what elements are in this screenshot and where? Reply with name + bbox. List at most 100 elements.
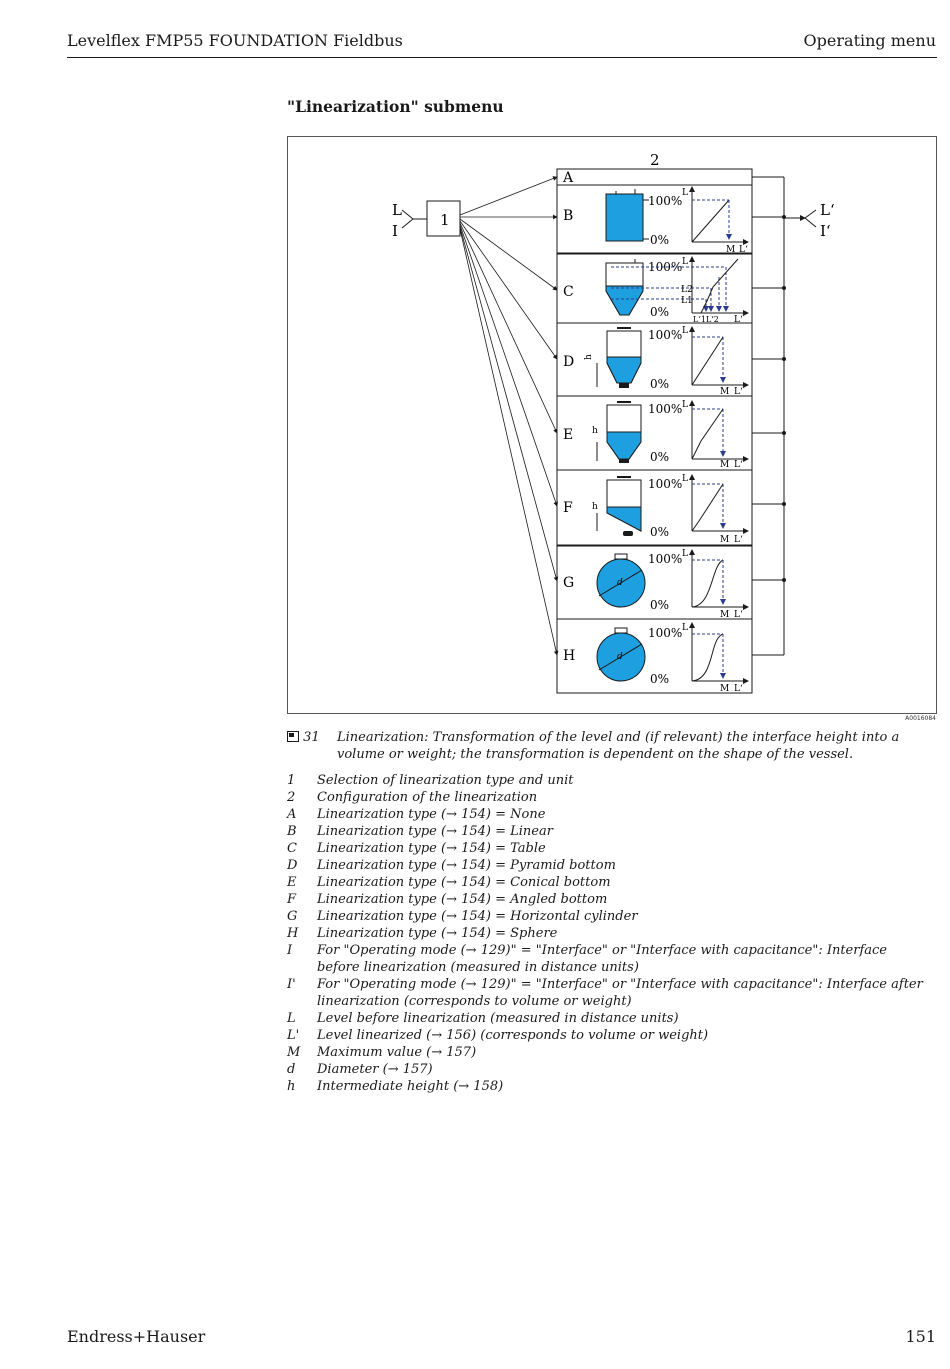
row-d-h: h: [584, 354, 594, 360]
row-d-axis-l: L: [682, 326, 688, 336]
row-g-100-label: 100%: [648, 552, 682, 566]
row-c-l1: L1: [681, 296, 693, 306]
row-c-axis-bottom: L‘1L‘2: [693, 315, 719, 324]
row-g-0-label: 0%: [650, 598, 669, 612]
row-h-label: H: [563, 648, 575, 664]
row-b-axis-lp: L‘: [739, 244, 748, 255]
row-a-label: A: [562, 170, 574, 186]
row-e-axis-lp: L‘: [734, 459, 743, 470]
figure-frame: L I 1 2 A B C D E F G H: [287, 136, 937, 714]
row-f-axis-m: M: [720, 535, 729, 545]
header-section: Operating menu: [803, 31, 936, 50]
row-g-axis-m: M: [720, 610, 729, 620]
block-2-label: 2: [650, 151, 660, 169]
row-e-label: E: [563, 427, 573, 443]
row-f-axis-l: L: [682, 474, 688, 484]
row-c-l2: L2: [681, 285, 693, 295]
row-h-axis-l: L: [682, 623, 688, 633]
row-h-0-label: 0%: [650, 672, 669, 686]
row-f-h: h: [592, 502, 598, 512]
graph-c-dashes: [611, 266, 729, 312]
output-interface-label: I‘: [820, 222, 831, 240]
row-g-axis-lp: L‘: [734, 609, 743, 620]
row-b-axis-m: M: [726, 245, 735, 255]
caption-text: Linearization: Transformation of the lev…: [337, 730, 900, 762]
row-g-axis-l: L: [682, 549, 688, 559]
input-interface-label: I: [392, 222, 398, 240]
row-d-axis-m: M: [720, 387, 729, 397]
row-c-100-label: 100%: [648, 260, 682, 274]
graph-b: [689, 186, 749, 245]
legend-item: L'Level linearized (→ 156) (corresponds …: [287, 1028, 709, 1043]
row-c-0-label: 0%: [650, 305, 669, 319]
row-h-100-label: 100%: [648, 626, 682, 640]
input-level-label: L: [392, 201, 402, 219]
row-f-0-label: 0%: [650, 525, 669, 539]
block-1-box: [426, 200, 461, 237]
graph-c: [689, 256, 749, 316]
row-b-label: B: [563, 208, 573, 224]
row-f-100-label: 100%: [648, 477, 682, 491]
graph-d: [689, 326, 749, 388]
caption-number: 31: [287, 729, 320, 746]
figure-caption: 31 Linearization: Transformation of the …: [287, 729, 927, 763]
row-e-axis-l: L: [682, 400, 688, 410]
row-h-d: d: [617, 652, 623, 662]
row-h-axis-m: M: [720, 684, 729, 694]
block-1-label: 1: [440, 211, 450, 229]
row-e-h: h: [592, 426, 598, 436]
row-b-0-label: 0%: [650, 233, 669, 247]
row-f-label: F: [563, 500, 573, 516]
row-c-axis-lp: L‘: [734, 314, 743, 325]
row-g-d: d: [617, 578, 623, 588]
graph-h: [689, 622, 749, 684]
row-b-axis-l: L: [682, 188, 688, 198]
row-e-0-label: 0%: [650, 450, 669, 464]
linearization-diagram: L I 1 2 A B C D E F G H: [392, 151, 835, 694]
fan-lines: [459, 176, 559, 656]
figure-id: A0016084: [905, 715, 936, 722]
tank-b: [605, 189, 649, 242]
row-g-label: G: [563, 575, 574, 591]
header-rule: [67, 57, 937, 58]
footer-brand: Endress+Hauser: [67, 1327, 206, 1346]
row-d-label: D: [563, 354, 574, 370]
tank-f: [596, 476, 642, 536]
row-e-axis-m: M: [720, 460, 729, 470]
row-c-label: C: [563, 284, 574, 300]
row-f-axis-lp: L‘: [734, 534, 743, 545]
row-d-100-label: 100%: [648, 328, 682, 342]
output-wiring: [752, 176, 817, 656]
graph-f: [689, 474, 749, 534]
legend-item: I'For "Operating mode (→ 129)" = "Interf…: [287, 977, 923, 1009]
header-product: Levelflex FMP55 FOUNDATION Fieldbus: [67, 31, 403, 50]
row-d-0-label: 0%: [650, 377, 669, 391]
tank-d: [596, 327, 642, 388]
section-title: "Linearization" submenu: [287, 97, 504, 116]
row-e-100-label: 100%: [648, 402, 682, 416]
figure-icon: [287, 731, 299, 742]
graph-e: [689, 400, 749, 462]
tank-g: [596, 553, 646, 608]
tank-e: [596, 401, 642, 463]
row-c-axis-l: L: [682, 257, 688, 267]
page-number: 151: [905, 1327, 936, 1346]
tank-c: [605, 259, 644, 316]
row-b-100-label: 100%: [648, 194, 682, 208]
row-d-axis-lp: L‘: [734, 386, 743, 397]
